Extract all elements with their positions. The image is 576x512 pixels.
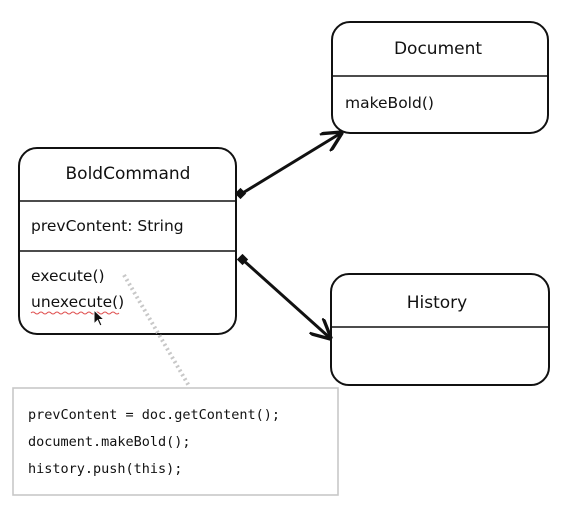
boldcommand-method-unexecute: unexecute() [31, 293, 124, 311]
code-note: prevContent = doc.getContent(); document… [12, 387, 339, 496]
boldcommand-title: BoldCommand [66, 164, 191, 184]
mouse-cursor-icon [93, 308, 106, 327]
document-method-makebold: makeBold() [345, 94, 434, 112]
spellcheck-underline [30, 311, 120, 315]
association-diamond-history [236, 253, 249, 266]
note-connector [122, 273, 191, 388]
history-title: History [407, 293, 467, 313]
code-line-1: prevContent = doc.getContent(); [28, 407, 280, 423]
document-title: Document [394, 39, 482, 59]
association-to-history [236, 253, 330, 338]
association-to-document [234, 133, 341, 200]
boldcommand-field-prevcontent: prevContent: String [31, 217, 184, 235]
code-line-3: history.push(this); [28, 461, 182, 477]
boldcommand-method-execute: execute() [31, 267, 105, 285]
class-boldcommand[interactable]: BoldCommand prevContent: String execute(… [18, 147, 237, 335]
class-document[interactable]: Document makeBold() [331, 21, 549, 134]
class-history[interactable]: History [330, 273, 550, 386]
association-diamond-document [234, 187, 247, 200]
code-line-2: document.makeBold(); [28, 434, 191, 450]
